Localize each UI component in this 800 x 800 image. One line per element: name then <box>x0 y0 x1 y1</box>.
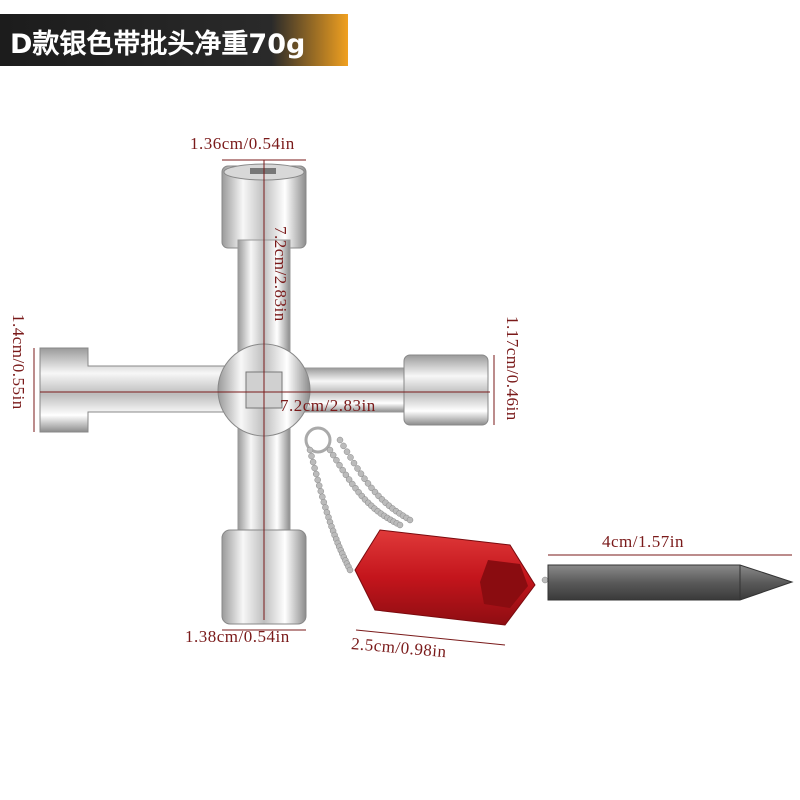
chain-bead <box>345 476 353 483</box>
dim-horizontal-length: 7.2cm/2.83in <box>280 396 376 415</box>
dim-right-height: 1.17cm/0.46in <box>503 316 522 421</box>
dim-vertical-length: 7.2cm/2.83in <box>271 226 290 322</box>
chain-bead <box>339 466 346 474</box>
title-banner: D款银色带批头净重70g <box>0 14 348 66</box>
dim-bit-length: 4cm/1.57in <box>602 532 684 551</box>
chain-bead <box>309 458 317 466</box>
chain-bead <box>361 475 368 482</box>
chain-bead <box>346 566 354 574</box>
chain-bead <box>326 446 334 454</box>
chain-bead <box>354 465 361 472</box>
chain-bead <box>541 576 549 584</box>
chain-bead <box>342 471 350 479</box>
chain-bead <box>336 436 344 444</box>
chain-bead <box>314 476 321 484</box>
red-hex-adapter <box>354 529 536 626</box>
chain-bead <box>368 484 375 492</box>
chain-bead <box>340 442 347 450</box>
chain-bead <box>306 446 314 454</box>
dimension-lines <box>33 159 792 646</box>
screwdriver-bit <box>547 564 794 601</box>
chain-bead <box>396 521 404 529</box>
chain-bead <box>347 454 354 461</box>
dim-bottom-width: 1.38cm/0.54in <box>185 627 290 646</box>
dim-left-height: 1.4cm/0.55in <box>9 314 28 410</box>
chain-bead <box>350 459 358 467</box>
chain-bead <box>343 448 351 455</box>
chain-bead <box>333 456 340 464</box>
horizontal-shaft <box>39 347 489 433</box>
chain-bead <box>329 451 337 459</box>
chain-bead <box>317 488 325 495</box>
chain-bead <box>364 480 372 487</box>
chain-bead <box>312 470 320 478</box>
chain-bead <box>406 516 414 524</box>
chain-bead <box>336 461 343 469</box>
chain-bead <box>315 482 323 489</box>
banner-background <box>0 14 348 66</box>
chain-bead <box>357 470 365 477</box>
chain-bead <box>319 493 326 501</box>
chain-bead <box>311 464 318 472</box>
banner-title: D款银色带批头净重70g <box>10 29 306 60</box>
chain-bead <box>308 452 315 460</box>
dim-top-width: 1.36cm/0.54in <box>190 134 295 153</box>
